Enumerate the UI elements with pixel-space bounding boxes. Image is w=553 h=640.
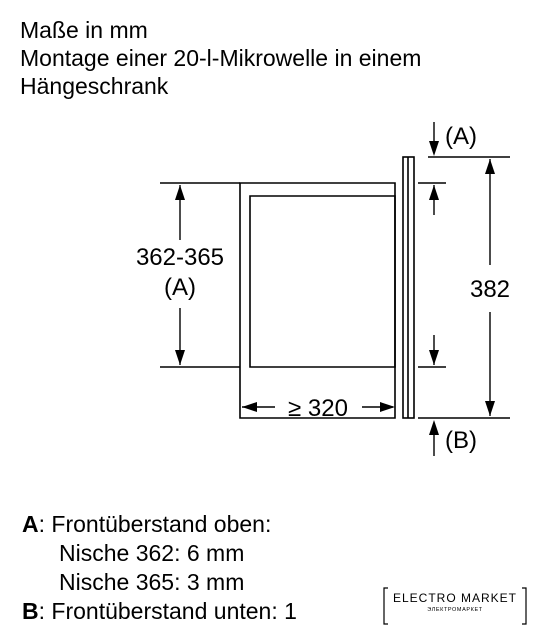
legend-a-text: : Frontüberstand oben: [38,511,272,537]
bottom-ref-label: (B) [445,427,477,454]
title-line-2: Montage einer 20-l-Mikrowelle in einem [20,45,422,71]
top-ref-label: (A) [445,123,477,150]
title-line-3: Hängeschrank [20,73,169,99]
legend-a-line-1: A: Frontüberstand oben: [22,510,297,539]
cabinet-outline [239,182,396,419]
legend-b-key: B [22,598,39,624]
niche-height-label: 362-365 [136,244,224,271]
logo-name: ELECTRO MARKET [393,591,517,605]
total-arrow-up-icon [485,159,495,174]
top-ref-arrow-down-icon [429,141,439,156]
niche-height-ref-label: (A) [164,274,196,301]
electro-market-logo: ELECTRO MARKET ЭЛЕКТРОМАРКЕТ [383,587,527,625]
depth-label: ≥ 320 [288,395,348,422]
arrow-up-icon [175,185,185,200]
legend: A: Frontüberstand oben: Nische 362: 6 mm… [22,510,297,626]
arrow-right-icon [380,402,395,412]
logo-tagline: ЭЛЕКТРОМАРКЕТ [427,607,482,613]
niche-outline [249,195,396,368]
bottom-ref-arrow-up-icon [429,420,439,435]
arrow-left-icon [242,402,257,412]
total-arrow-down-icon [485,401,495,416]
legend-a-line-2: Nische 362: 6 mm [59,540,245,566]
legend-b-line: B: Frontüberstand unten: 1 [22,597,297,626]
legend-a-line-3: Nische 365: 3 mm [59,569,245,595]
total-height-label: 382 [470,276,510,303]
arrow-down-icon [175,350,185,365]
title-block: Maße in mm Montage einer 20-l-Mikrowelle… [20,16,421,100]
inner-arrow-up-icon [429,185,439,200]
legend-b-text: : Frontüberstand unten: 1 [38,598,297,624]
legend-a-key: A [22,511,39,537]
inner-arrow-down-icon [429,350,439,365]
title-line-1: Maße in mm [20,17,148,43]
